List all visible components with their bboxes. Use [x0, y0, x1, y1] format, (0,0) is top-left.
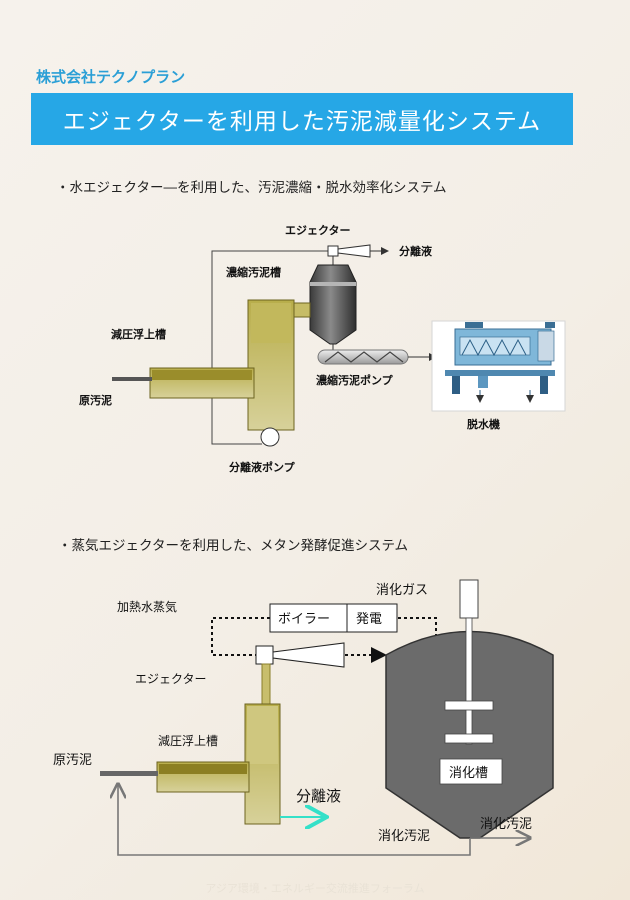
digester-motor: [459, 579, 479, 619]
digester-shaft: [465, 617, 473, 745]
steam-to-digester: [398, 617, 437, 640]
label-thickened-sludge-tank: 濃縮汚泥槽: [226, 265, 281, 279]
label-separated-liquid-1: 分離液: [399, 244, 433, 258]
ejector-1: [327, 245, 339, 257]
label-separated-liquid-pump: 分離液ポンプ: [229, 460, 296, 474]
company-name: 株式会社テクノプラン: [36, 68, 186, 86]
label-digested-sludge-center: 消化汚泥: [378, 829, 430, 844]
digester-paddle-2: [444, 733, 494, 744]
digester-paddle-1: [444, 700, 494, 711]
label-daf-1: 減圧浮上槽: [111, 327, 166, 341]
label-power: 発電: [356, 612, 382, 627]
power-box: [346, 603, 398, 633]
ejector-2: [255, 645, 274, 665]
label-raw-sludge-2: 原汚泥: [53, 753, 92, 768]
label-ejector-2: エジェクター: [135, 672, 207, 686]
footer-text: アジア環境・エネルギー交流推進フォーラム: [205, 882, 425, 895]
label-separated-liquid-2: 分離液: [296, 787, 341, 805]
label-daf-2: 減圧浮上槽: [158, 733, 218, 748]
section1-heading: ・水エジェクター―を利用した、汚泥濃縮・脱水効率化システム: [56, 180, 447, 196]
page-title: エジェクターを利用した汚泥減量化システム: [31, 93, 573, 145]
raw-sludge-pipe-1: [112, 377, 152, 381]
label-digested-sludge-right: 消化汚泥: [480, 817, 532, 832]
recycle-line: [211, 250, 330, 445]
separated-liquid-pump: [260, 427, 280, 447]
raw-sludge-pipe-2: [100, 771, 158, 776]
label-ejector-1: エジェクター: [285, 224, 351, 237]
label-dewatering-machine: 脱水機: [467, 417, 500, 431]
label-thickened-sludge-pump: 濃縮汚泥ポンプ: [316, 373, 394, 387]
label-heated-steam: 加熱水蒸気: [117, 599, 177, 614]
label-digestion-gas: 消化ガス: [376, 583, 428, 598]
ejector-1-cone: [337, 244, 371, 258]
label-raw-sludge-1: 原汚泥: [79, 393, 112, 407]
label-boiler: ボイラー: [278, 612, 330, 627]
digested-sludge-return: [118, 784, 471, 856]
dewatering-machine: [431, 320, 566, 412]
section2-heading: ・蒸気エジェクターを利用した、メタン発酵促進システム: [58, 538, 409, 554]
label-digestion-tank: 消化槽: [449, 766, 488, 781]
digestion-tank-label-box: [439, 758, 503, 785]
ejector-2-cone: [272, 642, 345, 668]
thickened-sludge-tank: [309, 264, 357, 345]
